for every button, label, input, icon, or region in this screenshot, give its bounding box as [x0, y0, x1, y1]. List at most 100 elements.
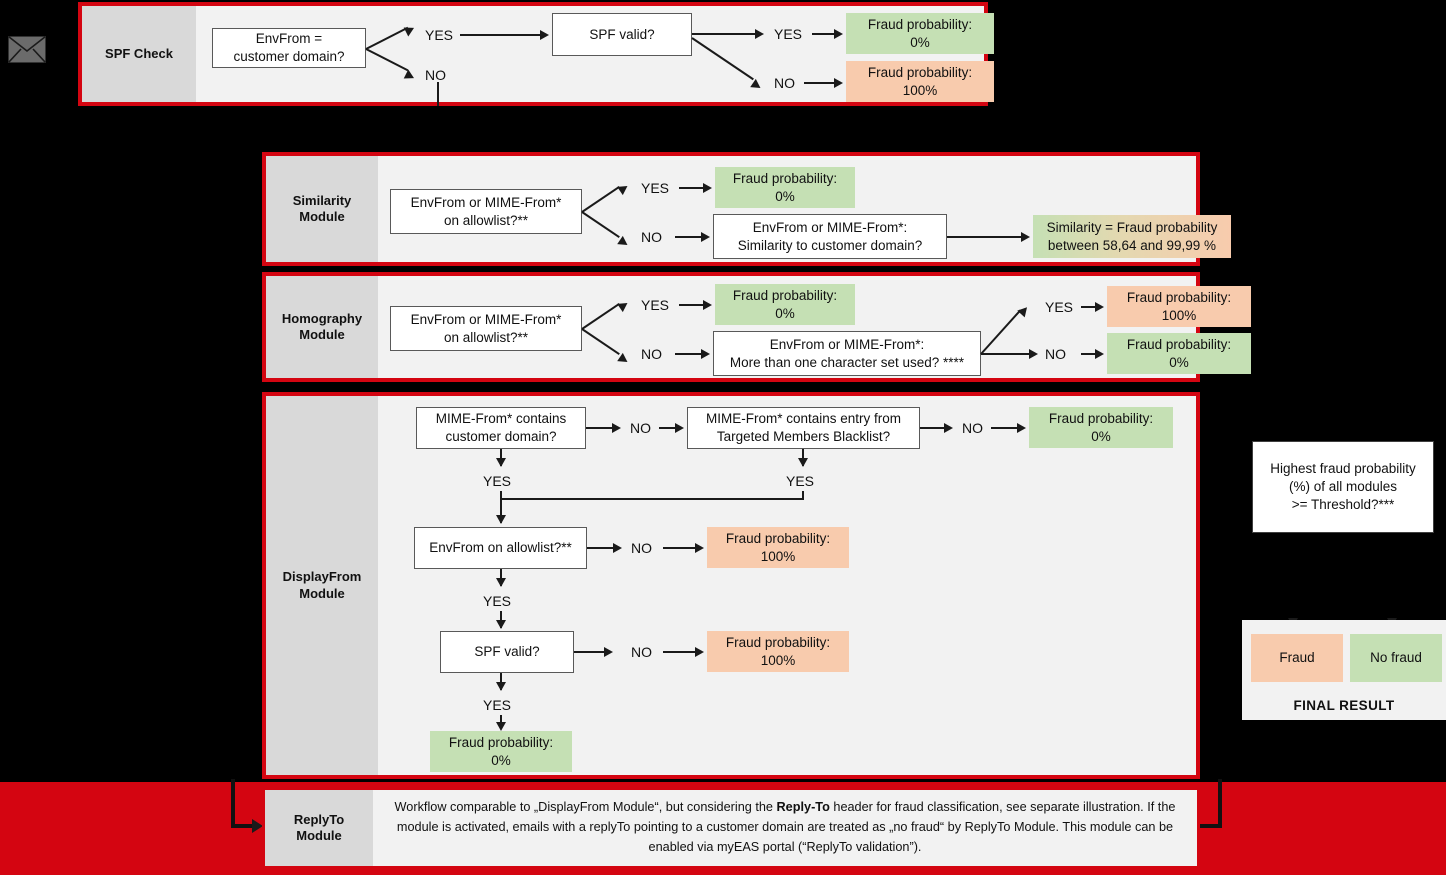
node-mimefrom-customer-domain[interactable]: MIME-From* contains customer domain? [416, 407, 586, 449]
module-body-similarity: EnvFrom or MIME-From* on allowlist?** YE… [378, 156, 1231, 262]
edge-charsetyes-to-result-arrow [1095, 301, 1104, 312]
node-spf-valid[interactable]: SPF valid? [440, 631, 574, 673]
result-fraud-100-spf: Fraud probability: 100% [707, 631, 849, 672]
edge-spfvalid-yes-arrow [755, 28, 764, 39]
edge-envfrom-yes-arrow [403, 23, 417, 37]
replyto-desc-bold: Reply-To [776, 800, 830, 815]
edge-yes-to-spf-stem [500, 611, 502, 628]
edge-allowlist-no [581, 328, 620, 355]
edge-spf-no-arrow [604, 646, 613, 657]
replyto-desc-part1: Workflow comparable to „DisplayFrom Modu… [394, 800, 777, 815]
module-label-similarity: Similarity Module [266, 156, 378, 262]
edge-allowlist-no-arrow [613, 542, 622, 553]
label-no-allowlist: NO [631, 540, 652, 556]
edge-blacklistno-to-result-arrow [1017, 422, 1026, 433]
replyto-outbound-vertical [1218, 779, 1222, 828]
label-yes-spf: YES [483, 697, 512, 713]
label-yes-blacklist: YES [786, 473, 815, 489]
edge-charsetyes-to-result [1081, 306, 1095, 308]
module-spf-check: SPF Check EnvFrom = customer domain? YES… [78, 2, 994, 106]
edge-no-downstream [437, 82, 439, 106]
node-similarity-to-domain[interactable]: EnvFrom or MIME-From*: Similarity to cus… [713, 214, 947, 259]
edge-yes-to-result [679, 187, 703, 189]
edge-yes-to-final-arrow [495, 722, 506, 731]
label-no-envfrom: NO [425, 67, 446, 83]
edge-mimefrom-no [586, 427, 612, 429]
result-fraud-100: Fraud probability: 100% [846, 61, 994, 102]
module-label-displayfrom: DisplayFrom Module [266, 396, 378, 775]
edge-yes-to-spf-arrow [495, 620, 506, 629]
edge-no-to-blacklist [659, 427, 675, 429]
module-replyto: ReplyTo Module Workflow comparable to „D… [262, 787, 1200, 869]
edge-spfno-to-result [663, 651, 695, 653]
edge-no-to-result100 [804, 82, 834, 84]
label-no-spf: NO [631, 644, 652, 660]
module-displayfrom: DisplayFrom Module MIME-From* contains c… [262, 392, 1200, 779]
edge-allowlist-yes [581, 303, 620, 330]
edge-spf-no [574, 651, 604, 653]
label-yes-spfvalid: YES [774, 26, 803, 42]
decision-threshold-box[interactable]: Highest fraud probability (%) of all mod… [1252, 441, 1434, 533]
label-yes-similarity: YES [641, 180, 670, 196]
edge-mimefrom-yes-stem [500, 449, 502, 466]
outcome-fraud: Fraud [1251, 634, 1343, 682]
label-yes-homography: YES [641, 297, 670, 313]
replyto-inbound-horizontal [231, 824, 258, 828]
merge-down-arrow [495, 515, 506, 524]
merge-left-stem [500, 491, 502, 523]
edge-envfrom-no [365, 48, 409, 72]
node-envfrom-allowlist[interactable]: EnvFrom on allowlist?** [414, 527, 587, 569]
edge-spf-yes-stem [500, 673, 502, 690]
edge-similarity-to-range [947, 236, 1021, 238]
replyto-outbound-horizontal [1188, 824, 1222, 828]
module-body-homography: EnvFrom or MIME-From* on allowlist?** YE… [378, 276, 1251, 378]
edge-charsetno-to-result-arrow [1095, 348, 1104, 359]
edge-yes-to-spfvalid-arrow [540, 29, 549, 40]
edge-allowlist-yes-arrow [617, 181, 631, 196]
edge-blacklistno-to-result [991, 427, 1017, 429]
module-label-spf-check: SPF Check [82, 6, 196, 102]
edge-yes-to-spfvalid [460, 34, 540, 36]
label-no-charset: NO [1045, 346, 1066, 362]
node-spf-valid[interactable]: SPF valid? [552, 13, 692, 56]
module-label-homography: Homography Module [266, 276, 378, 378]
node-allowlist-check[interactable]: EnvFrom or MIME-From* on allowlist?** [390, 189, 582, 234]
edge-allowlist-yes-stem [500, 569, 502, 586]
edge-no-to-similarity [675, 236, 701, 238]
module-similarity: Similarity Module EnvFrom or MIME-From* … [262, 152, 1231, 266]
edge-no-to-charset-arrow [701, 348, 710, 359]
edge-no-to-charset [675, 353, 701, 355]
edge-allowlist-no [581, 211, 620, 238]
edge-charset-no-arrow [1029, 348, 1038, 359]
result-fraud-0: Fraud probability: 0% [715, 167, 855, 208]
node-allowlist-check[interactable]: EnvFrom or MIME-From* on allowlist?** [390, 306, 582, 351]
module-label-replyto: ReplyTo Module [265, 790, 373, 866]
edge-allowlist-no [587, 547, 613, 549]
node-envfrom-customer-domain[interactable]: EnvFrom = customer domain? [212, 28, 366, 68]
edge-spf-yes-arrow [495, 682, 506, 691]
result-similarity-range: Similarity = Fraud probability between 5… [1033, 215, 1231, 258]
label-yes-charset: YES [1045, 299, 1074, 315]
edge-allowlist-no-arrow [617, 235, 631, 250]
replyto-inbound-arrow [252, 819, 263, 833]
node-mimefrom-blacklist[interactable]: MIME-From* contains entry from Targeted … [687, 407, 920, 449]
edge-allowlistno-to-result [663, 547, 695, 549]
replyto-description: Workflow comparable to „DisplayFrom Modu… [373, 790, 1197, 866]
label-no-blacklist: NO [962, 420, 983, 436]
edge-charset-no [981, 353, 1029, 355]
result-fraud-100-allowlist: Fraud probability: 100% [707, 527, 849, 568]
edge-allowlist-no-arrow [617, 352, 631, 367]
edge-similarity-to-range-arrow [1021, 231, 1030, 242]
label-yes-allowlist: YES [483, 593, 512, 609]
merge-bus [500, 498, 804, 500]
edge-spfvalid-yes [692, 33, 755, 35]
edge-spfvalid-no-arrow [750, 78, 764, 93]
result-fraud-0-allowlist: Fraud probability: 0% [715, 284, 855, 325]
edge-envfrom-yes [365, 26, 409, 50]
label-no-similarity: NO [641, 229, 662, 245]
final-result-caption: FINAL RESULT [1293, 698, 1395, 713]
node-character-set-check[interactable]: EnvFrom or MIME-From*: More than one cha… [713, 331, 981, 376]
result-fraud-100-charset: Fraud probability: 100% [1107, 286, 1251, 327]
edge-spfvalid-no [691, 37, 754, 81]
edge-envfrom-no-arrow [403, 69, 417, 83]
